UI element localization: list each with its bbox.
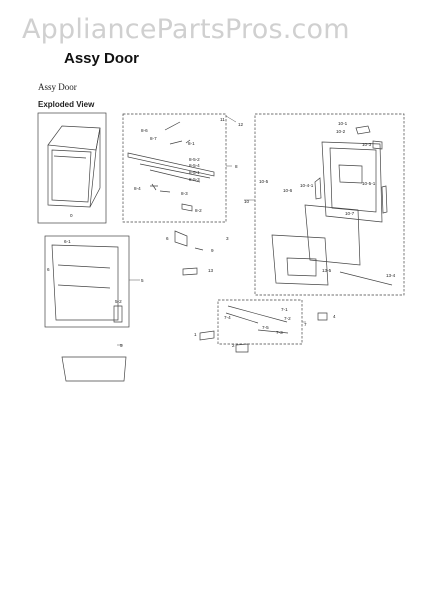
callout-10-3: 10-3 xyxy=(362,142,372,147)
callout-10-2: 10-2 xyxy=(336,129,346,134)
inner-door-drawing xyxy=(271,125,393,286)
callout-7-5: 7-5 xyxy=(262,325,269,330)
callout-8-1: 8-1 xyxy=(188,141,195,146)
callout-8-4: 8-4 xyxy=(134,186,141,191)
callout-5: 5 xyxy=(141,278,144,283)
callout-11: 11 xyxy=(220,117,225,122)
outer-door-drawing xyxy=(51,244,127,382)
callout-8-5-2: 8-5-2 xyxy=(189,157,200,162)
callout-8-5-4: 8-5-4 xyxy=(189,163,200,168)
callout-10-6: 10-6 xyxy=(283,188,293,193)
callout-10-5-1: 10-5-1 xyxy=(362,181,376,186)
callout-1: 1 xyxy=(194,332,197,337)
callout-7-4: 7-4 xyxy=(224,315,231,320)
callout-8-6: 8-6 xyxy=(141,128,148,133)
callout-10-4-1: 10-4-1 xyxy=(300,183,314,188)
callout-7-2: 7-2 xyxy=(284,316,291,321)
callout-7-3: 7-3 xyxy=(276,330,283,335)
callout-4: 4 xyxy=(333,314,336,319)
group-0-frame xyxy=(37,112,107,224)
callout-6-4: 6 xyxy=(47,267,50,272)
group-10-frame xyxy=(254,113,405,296)
callout-6: 6 xyxy=(166,236,169,241)
callout-8-5-1: 8-5-1 xyxy=(189,170,200,175)
callout-8-3: 8-3 xyxy=(181,191,188,196)
callout-5b: 5 xyxy=(120,343,123,348)
callout-10-5: 10-5 xyxy=(259,179,269,184)
callout-13: 13 xyxy=(208,268,214,273)
group-5-frame xyxy=(44,235,130,328)
callout-10: 10 xyxy=(244,199,250,204)
dishwasher-drawing xyxy=(47,125,101,208)
callout-8-5-3: 8-5-3 xyxy=(189,177,200,182)
subtitle: Assy Door xyxy=(38,82,77,92)
callout-13-5: 13-5 xyxy=(322,268,332,273)
leader-lines xyxy=(117,115,306,346)
section-title: Exploded View xyxy=(38,100,95,109)
callout-12: 12 xyxy=(238,122,244,127)
callout-10-7: 10-7 xyxy=(345,211,355,216)
control-panel-drawing xyxy=(127,121,215,212)
callout-7-1: 7-1 xyxy=(281,307,288,312)
callout-8: 8 xyxy=(235,164,238,169)
callout-0: 0 xyxy=(70,213,73,218)
callout-8-7: 8-7 xyxy=(150,136,157,141)
callout-2: 2 xyxy=(232,343,235,348)
callout-6-1: 6-1 xyxy=(64,239,71,244)
callout-3: 3 xyxy=(226,236,229,241)
page-title: Assy Door xyxy=(64,50,140,67)
callout-10-1: 10-1 xyxy=(338,121,348,126)
loose-parts-drawing xyxy=(174,230,328,353)
callout-5-2: 5-2 xyxy=(115,299,122,304)
callout-9: 9 xyxy=(211,248,214,253)
callout-8-2: 8-2 xyxy=(195,208,202,213)
group-8-frame xyxy=(122,113,227,223)
callout-7: 7 xyxy=(304,322,307,327)
callout-13-4: 13-4 xyxy=(386,273,396,278)
handle-drawing xyxy=(225,305,289,334)
watermark: AppliancePartsPros.com xyxy=(22,14,350,45)
